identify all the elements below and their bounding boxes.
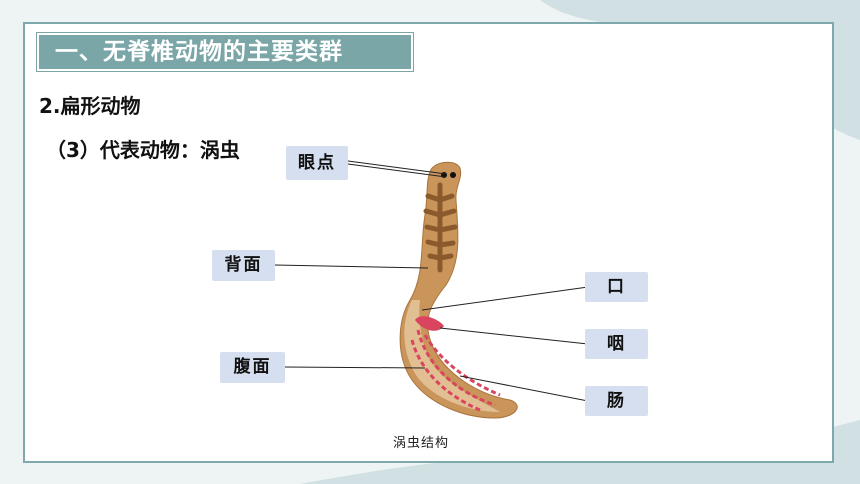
label-mouth: 口	[585, 272, 648, 302]
label-ventral: 腹面	[220, 352, 285, 383]
section-title: 一、无脊椎动物的主要类群	[37, 33, 413, 71]
subheading: 2.扁形动物	[39, 94, 141, 118]
label-dorsal: 背面	[212, 250, 275, 281]
pharynx-shape	[415, 316, 444, 331]
label-intestine: 肠	[585, 386, 648, 416]
intestine-shape	[410, 329, 501, 412]
eyespot-right	[450, 172, 456, 178]
label-eyespot: 眼点	[286, 146, 348, 180]
planarian-body	[399, 161, 518, 419]
label-pharynx: 咽	[585, 329, 648, 359]
representative-animal: （3）代表动物：涡虫	[46, 138, 240, 162]
figure-caption: 涡虫结构	[393, 436, 450, 451]
